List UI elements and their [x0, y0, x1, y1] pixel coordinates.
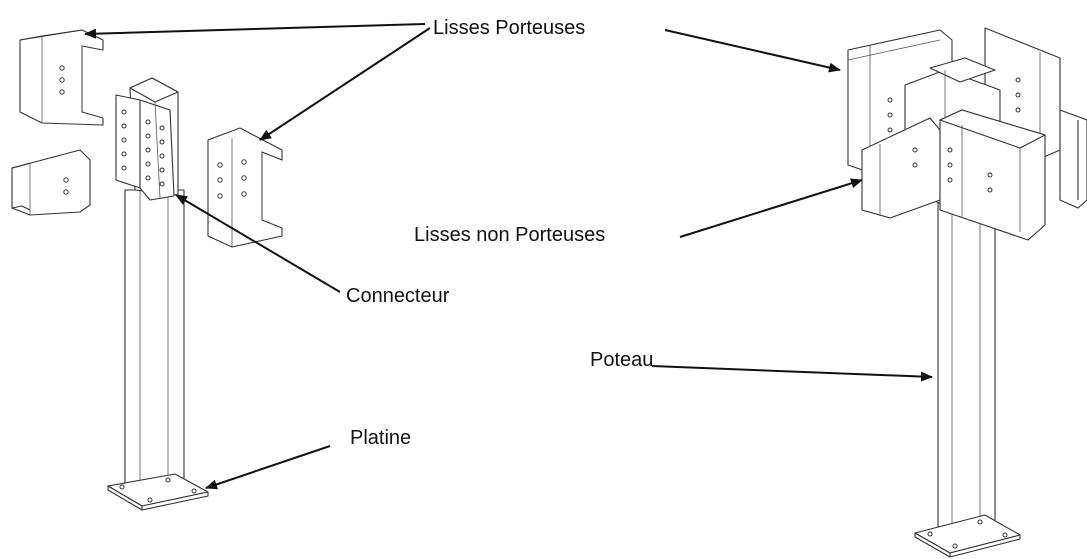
label-connecteur: Connecteur	[346, 285, 450, 307]
left-post	[107, 189, 209, 511]
arrow-porteuses-to-left-top-channel	[84, 23, 426, 39]
label-poteau: Poteau	[590, 349, 653, 371]
arrow-platine-to-left-baseplate	[205, 445, 331, 490]
left-connector	[115, 77, 179, 201]
arrow-non-porteuses-to-right-beam	[679, 178, 863, 238]
right-beam-far-right	[1059, 109, 1087, 209]
label-platine: Platine	[350, 427, 411, 449]
left-right-c-channel	[207, 127, 283, 248]
left-top-c-channel	[19, 29, 104, 126]
left-lower-c-channel	[11, 149, 91, 216]
arrow-connecteur-to-left-connector	[175, 194, 341, 293]
arrow-porteuses-to-right-beam	[664, 29, 841, 73]
label-lisses-non-porteuses: Lisses non Porteuses	[414, 224, 605, 246]
right-post	[914, 179, 1021, 558]
assembled-post	[847, 27, 1087, 558]
label-lisses-porteuses: Lisses Porteuses	[433, 17, 585, 39]
right-beam-non-porteuse-right	[939, 109, 1046, 241]
arrow-porteuses-to-left-right-channel	[259, 27, 431, 141]
exploded-assembly	[11, 29, 283, 511]
arrow-poteau-to-right-post	[651, 365, 933, 382]
